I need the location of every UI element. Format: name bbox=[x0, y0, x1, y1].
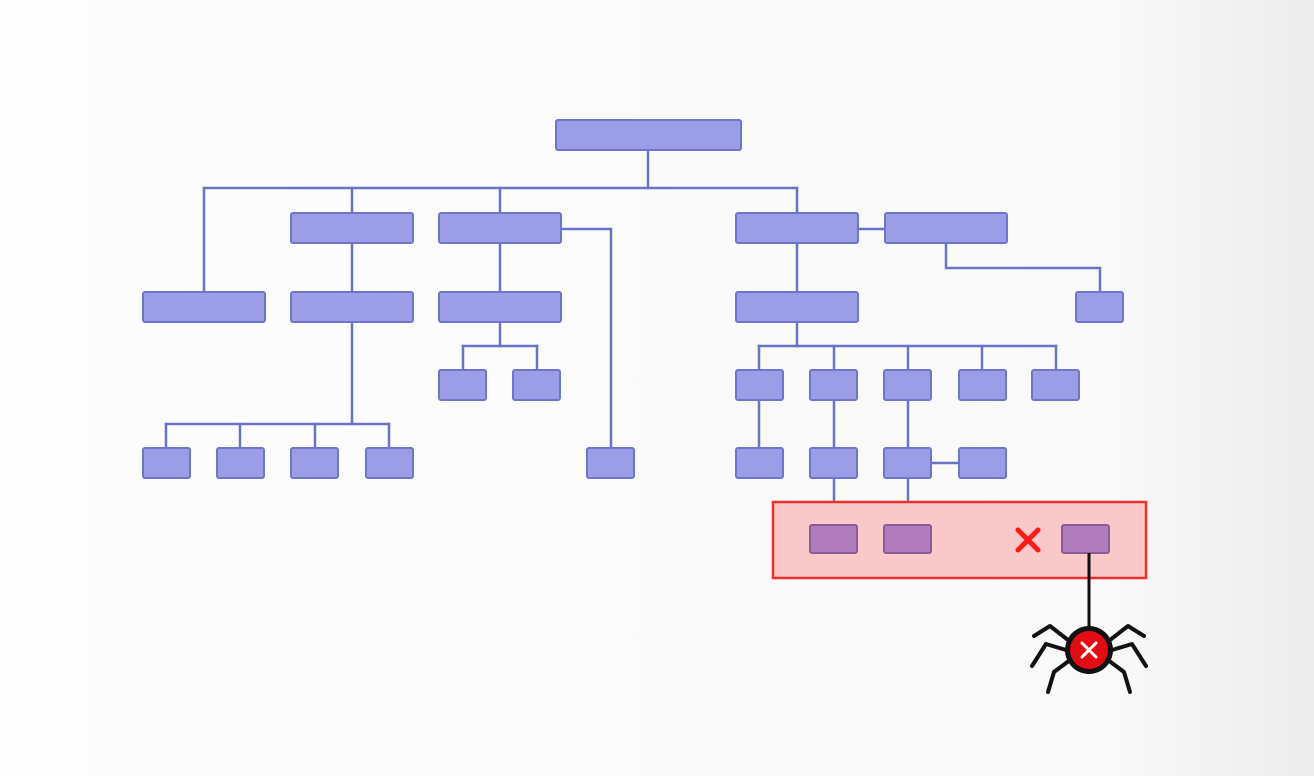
tree-node-d1-3b bbox=[959, 448, 1006, 478]
flagged-node-orphan bbox=[1062, 525, 1109, 553]
spider-leg bbox=[1048, 660, 1070, 692]
spider-leg bbox=[1034, 626, 1068, 640]
tree-node-c bbox=[439, 213, 561, 243]
spider-leg bbox=[1108, 660, 1130, 692]
tree-node-b1 bbox=[291, 292, 413, 322]
tree-node-d1-2a bbox=[810, 448, 857, 478]
tree-node-leaf-a bbox=[143, 292, 265, 322]
spider-leg bbox=[1032, 644, 1066, 666]
tree-node-d1-2 bbox=[810, 370, 857, 400]
tree-node-d1 bbox=[736, 292, 858, 322]
tree-node-d1-3 bbox=[884, 370, 931, 400]
tree-node-b1-1 bbox=[143, 448, 190, 478]
tree-node-d1-5 bbox=[1032, 370, 1079, 400]
tree-node-c-side bbox=[587, 448, 634, 478]
tree-node-c1-2 bbox=[513, 370, 560, 400]
tree-node-d bbox=[736, 213, 858, 243]
tree-node-c1-1 bbox=[439, 370, 486, 400]
spider-leg bbox=[1110, 626, 1144, 640]
tree-node-root bbox=[556, 120, 741, 150]
flagged-node-d1-3a-child bbox=[884, 525, 931, 553]
tree-node-d1-4 bbox=[959, 370, 1006, 400]
tree-node-d1-1a bbox=[736, 448, 783, 478]
tree-node-e bbox=[885, 213, 1007, 243]
tree-node-b1-3 bbox=[291, 448, 338, 478]
flagged-node-d1-2a-child bbox=[810, 525, 857, 553]
tree-node-d1-1 bbox=[736, 370, 783, 400]
tree-node-d1-3a bbox=[884, 448, 931, 478]
tree-node-c1 bbox=[439, 292, 561, 322]
connector-line bbox=[946, 243, 1100, 292]
tree-node-e1 bbox=[1076, 292, 1123, 322]
tree-node-b bbox=[291, 213, 413, 243]
connector-line bbox=[561, 229, 611, 448]
tree-node-b1-4 bbox=[366, 448, 413, 478]
tree-node-b1-2 bbox=[217, 448, 264, 478]
spider-leg bbox=[1112, 644, 1146, 666]
nodes-layer bbox=[143, 120, 1123, 553]
